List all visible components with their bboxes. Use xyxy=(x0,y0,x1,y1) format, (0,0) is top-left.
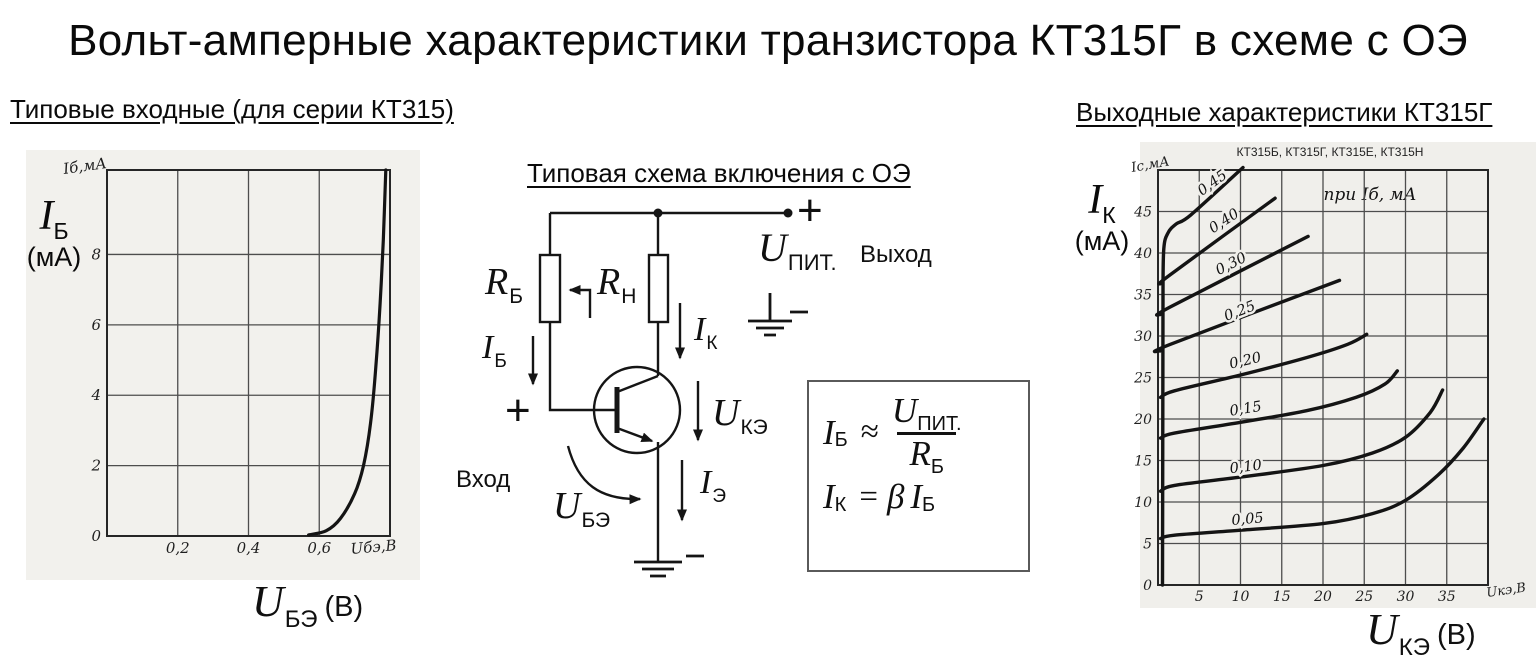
series-label: 0,15 xyxy=(1228,399,1262,420)
x-tick-label: 0,4 xyxy=(237,539,261,557)
x-tick-label: 5 xyxy=(1195,589,1204,605)
series-curve xyxy=(1152,278,1342,354)
upit-label: UПИТ. xyxy=(758,225,837,275)
rn-label: RН xyxy=(597,261,637,308)
input-x-axis-label: UБЭ(В) xyxy=(252,577,364,633)
y-tick-label: 8 xyxy=(91,245,101,263)
ube-label: UБЭ xyxy=(553,485,611,532)
ib-label: IБ xyxy=(482,329,507,372)
y-symbol: I xyxy=(39,193,54,239)
y-tick-label: 0 xyxy=(1143,578,1152,594)
y-tick-label: 25 xyxy=(1133,371,1152,387)
series-curve xyxy=(1157,196,1277,286)
rb-label: RБ xyxy=(485,261,523,308)
x-tick-label: 0,6 xyxy=(307,539,331,557)
input-chart-subtitle: Типовые входные (для серии КТ315) xyxy=(10,94,454,124)
output-chart: КТ315Б, КТ315Г, КТ315Е, КТ315Н Iс,мА при… xyxy=(1130,142,1536,608)
y-tick-label: 4 xyxy=(90,386,101,404)
ik-label: IК xyxy=(694,311,718,354)
y-tick-label: 30 xyxy=(1134,329,1152,345)
y-subscript: Б xyxy=(53,218,69,244)
y-tick-label: 10 xyxy=(1134,495,1152,511)
ube-curved-arrow-icon xyxy=(566,445,642,505)
x-tick-label: 25 xyxy=(1354,589,1373,605)
uke-label: UКЭ xyxy=(712,392,768,439)
series-curve xyxy=(1155,234,1310,317)
series-curve xyxy=(1158,369,1399,440)
y-tick-label: 0 xyxy=(91,527,101,545)
y-tick-label: 20 xyxy=(1133,412,1152,428)
x-tick-label: 20 xyxy=(1313,589,1332,605)
models-label: КТ315Б, КТ315Г, КТ315Е, КТ315Н xyxy=(1237,145,1424,159)
resistor-rb xyxy=(538,253,562,324)
scan-paper xyxy=(26,150,420,580)
transistor-body xyxy=(592,365,682,455)
y-tick-label: 35 xyxy=(1134,288,1152,304)
y-tick-label: 40 xyxy=(1133,246,1152,262)
input-x-end-label: Uбэ,В xyxy=(350,536,397,558)
ie-label: IЭ xyxy=(700,464,726,507)
input-y-axis-label: IБ (мА) xyxy=(2,192,106,273)
output-ground-icon xyxy=(748,293,808,337)
supply-terminal-dot xyxy=(783,208,793,218)
series-curve xyxy=(1160,165,1245,587)
series-label: 0,05 xyxy=(1231,510,1265,529)
series-curve xyxy=(1158,332,1369,400)
input-port-label: Вход xyxy=(456,466,511,493)
resistor-rn xyxy=(647,253,670,324)
circuit-diagram xyxy=(528,208,808,578)
y-tick-label: 6 xyxy=(91,316,101,334)
output-annotation: при Iб, мА xyxy=(1323,185,1416,205)
x-tick-label: 35 xyxy=(1438,589,1456,605)
page-title: Вольт-амперные характеристики транзистор… xyxy=(68,16,1468,65)
plot-area: 0,2 0,4 0,6 8 6 4 2 0 xyxy=(90,168,391,557)
supply-plus-sign: + xyxy=(797,186,823,235)
output-x-axis-label: UКЭ(В) xyxy=(1366,605,1476,661)
junction-dot xyxy=(653,208,663,218)
output-y-axis-label: IК (мА) xyxy=(1074,177,1130,256)
series-curve xyxy=(307,168,388,537)
x-tick-label: 10 xyxy=(1232,589,1250,605)
series-curve xyxy=(1158,417,1486,541)
emitter-ground-icon xyxy=(634,554,704,578)
circuit-subtitle: Типовая схема включения с ОЭ xyxy=(527,158,911,188)
y-tick-label: 5 xyxy=(1143,537,1152,553)
series-curve xyxy=(1158,388,1445,493)
transistor-collector-lead xyxy=(616,374,659,394)
x-tick-label: 0,2 xyxy=(166,539,190,557)
rb-variable-arrow-icon xyxy=(568,285,592,318)
x-tick-label: 15 xyxy=(1273,589,1291,605)
output-chart-subtitle: Выходные характеристики КТ315Г xyxy=(1076,97,1493,127)
x-tick-label: 30 xyxy=(1397,589,1415,605)
y-tick-label: 45 xyxy=(1133,205,1152,221)
y-tick-label: 15 xyxy=(1134,454,1152,470)
input-plus-sign: + xyxy=(505,386,531,435)
fraction: UПИТ. RБ xyxy=(891,391,962,478)
scan-paper xyxy=(1140,142,1536,608)
y-unit: (мА) xyxy=(26,242,82,272)
output-port-label: Выход xyxy=(860,241,932,268)
transistor-emitter-lead xyxy=(616,426,654,443)
output-x-end-label: Uкэ,В xyxy=(1485,581,1526,601)
y-tick-label: 2 xyxy=(90,457,101,475)
